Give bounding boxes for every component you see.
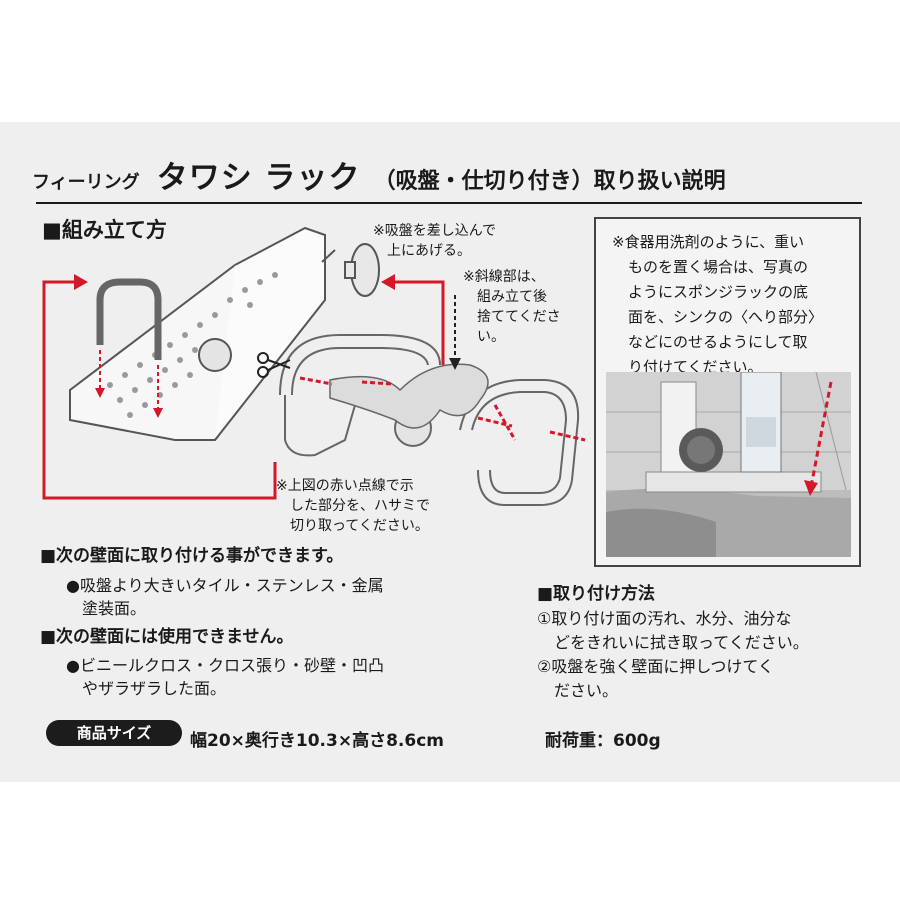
walls-ok-line: ●吸盤より大きいタイル・ステンレス・金属 bbox=[66, 576, 384, 595]
photo-note-line: などにのせるようにして取 bbox=[628, 333, 808, 351]
photo-note-line: ものを置く場合は、写真の bbox=[628, 258, 809, 276]
size-label-badge: 商品サイズ bbox=[46, 720, 182, 746]
walls-ok-heading: ■次の壁面に取り付ける事ができます。 bbox=[40, 546, 344, 566]
photo-note-line: 面を、シンクの〈へり部分〉 bbox=[628, 308, 824, 326]
note-suction-line: ※吸盤を差し込んで bbox=[373, 223, 497, 239]
scissors-icon bbox=[257, 352, 291, 378]
suction-cup-drawing bbox=[344, 243, 380, 297]
photo-note-line: ようにスポンジラックの底 bbox=[628, 283, 809, 301]
mounting-line: ださい。 bbox=[554, 681, 619, 700]
photo-note-line: ※食器用洗剤のように、重い bbox=[612, 233, 805, 251]
rack-body-drawing bbox=[69, 226, 326, 441]
note-cut-line: ※上図の赤い点線で示 bbox=[276, 478, 414, 494]
walls-ok-line: 塗装面。 bbox=[82, 599, 147, 618]
red-flow-arrow-right bbox=[393, 280, 445, 365]
brand-name: フィーリング bbox=[32, 172, 140, 193]
title-row: フィーリング タワシ ラック （吸盤・仕切り付き）取り扱い説明 bbox=[32, 152, 872, 196]
note-hatched-line: い。 bbox=[477, 329, 505, 345]
note-cut-line: した部分を、ハサミで bbox=[290, 498, 430, 514]
title-rule bbox=[36, 202, 862, 204]
arrow-head-icon bbox=[74, 274, 88, 290]
note-suction: ※吸盤を差し込んで 上にあげる。 bbox=[373, 221, 496, 261]
arrow-head-icon bbox=[381, 274, 395, 290]
cut-lines bbox=[299, 376, 586, 442]
walls-ng-line: やザラザラした面。 bbox=[82, 679, 227, 698]
walls-ng-line: ●ビニールクロス・クロス張り・砂壁・凹凸 bbox=[66, 656, 384, 675]
note-cut: ※上図の赤い点線で示 した部分を、ハサミで 切り取ってください。 bbox=[276, 476, 430, 536]
hatched-discard-part bbox=[329, 363, 489, 429]
note-hatched-line: 組み立て後 bbox=[477, 289, 547, 305]
product-name: タワシ ラック bbox=[156, 160, 361, 196]
mounting-line: ①取り付け面の汚れ、水分、油分な bbox=[537, 609, 792, 628]
photo-note: ※食器用洗剤のように、重い ものを置く場合は、写真の ようにスポンジラックの底 … bbox=[612, 230, 823, 380]
assembly-heading: ■組み立て方 bbox=[42, 218, 167, 242]
sink-photo bbox=[606, 372, 851, 557]
note-hatched-line: 捨ててくださ bbox=[477, 309, 561, 325]
red-flow-arrow-left bbox=[42, 280, 277, 500]
mounting-line: ②吸盤を強く壁面に押しつけてく bbox=[537, 657, 774, 676]
note-cut-line: 切り取ってください。 bbox=[290, 518, 429, 534]
size-value: 幅20×奥行き10.3×高さ8.6cm bbox=[190, 731, 444, 751]
note-hatched-line: ※斜線部は、 bbox=[463, 269, 545, 285]
title-subtitle: （吸盤・仕切り付き）取り扱い説明 bbox=[373, 169, 726, 194]
u-divider-part bbox=[96, 278, 162, 360]
mounting-line: どをきれいに拭き取ってください。 bbox=[554, 633, 809, 652]
walls-ng-heading: ■次の壁面には使用できません。 bbox=[40, 627, 294, 647]
photo-note-line: り付けてください。 bbox=[628, 358, 763, 376]
mounting-heading: ■取り付け方法 bbox=[537, 584, 656, 604]
note-hatched: ※斜線部は、 組み立て後 捨ててくださ い。 bbox=[463, 267, 561, 347]
note-suction-line: 上にあげる。 bbox=[387, 243, 471, 259]
load-capacity: 耐荷重：600g bbox=[545, 731, 661, 751]
